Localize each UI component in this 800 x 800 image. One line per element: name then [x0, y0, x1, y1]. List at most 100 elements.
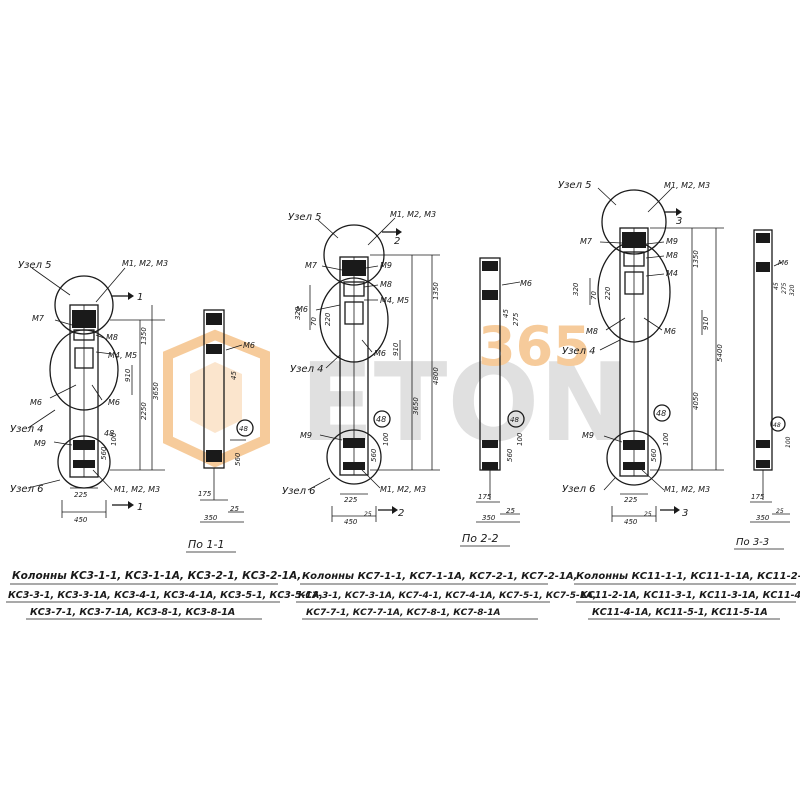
col1-m123-label: М1, М2, М3: [122, 259, 168, 268]
sec3-title: По 3-3: [736, 537, 769, 548]
caption-2-line-1: Колонны КС7-1-1, КС7-1-1А, КС7-2-1, КС7-…: [302, 571, 577, 582]
col3-m6-label: М6: [664, 327, 676, 336]
sec1-45: 45: [230, 371, 238, 380]
sec3-25: 25: [776, 508, 784, 515]
sec2-275: 275: [512, 312, 520, 326]
sec3-320: 320: [789, 284, 796, 296]
col1-sec-bottom: 1: [137, 502, 143, 513]
col3-m123b-label: М1, М2, М3: [664, 485, 710, 494]
col2-d25: 25: [364, 511, 372, 518]
sec3-45: 45: [773, 282, 780, 290]
section-3-3: М6 45 275 320 48 100 175 350 25 По 3-3: [734, 229, 796, 550]
caption-2-line-3: КС7-7-1, КС7-7-1А, КС7-8-1, КС7-8-1А: [306, 608, 500, 618]
col2-d4800: 4800: [432, 367, 440, 385]
sec1-m6: М6: [243, 341, 255, 350]
col1-d560: 560: [100, 446, 108, 460]
col3-m8-label: М8: [666, 251, 678, 260]
col3-m123-label: М1, М2, М3: [664, 181, 710, 190]
caption-group-3: Колонны КС11-1-1, КС11-1-1А, КС11-2-1, К…: [574, 571, 800, 620]
col1-node5-label: Узел 5: [18, 260, 52, 271]
col1-m9-label: М9: [34, 439, 46, 448]
col2-d1350: 1350: [432, 282, 440, 300]
node-5-circle: [54, 275, 114, 335]
col3-node-5-circle: [601, 189, 667, 255]
sec1-350: 350: [204, 514, 218, 522]
col1-sec-top: 1: [137, 292, 143, 303]
col3-d100: 100: [662, 432, 670, 446]
column-1-foot: [73, 440, 95, 450]
col2-m123b-label: М1, М2, М3: [380, 485, 426, 494]
caption-1-line-2: КС3-3-1, КС3-3-1А, КС3-4-1, КС3-4-1А, КС…: [8, 590, 323, 601]
col2-sec-top: 2: [394, 236, 400, 247]
column-group-1: Узел 5 М1, М2, М3 М7 М8 М4, М5 М6 М6 Узе…: [10, 259, 168, 524]
col1-m7-label: М7: [32, 314, 45, 323]
col2-d450: 450: [344, 518, 358, 526]
col1-d225: 225: [74, 491, 88, 499]
col1-m123b-label: М1, М2, М3: [114, 485, 160, 494]
col3-node-6-circle: [606, 430, 662, 486]
caption-1-line-3: КС3-7-1, КС3-7-1А, КС3-8-1, КС3-8-1А: [30, 607, 235, 618]
sec3-m6: М6: [778, 259, 789, 267]
watermark-hexagon-inner: [190, 362, 242, 433]
watermark: ETON 365: [163, 315, 630, 468]
node-4-ellipse: [49, 329, 119, 411]
column-1-head: [72, 310, 96, 328]
column-group-2: Узел 5 М1, М2, М3 М7 М9 М8 М4, М5 М6 М6 …: [282, 210, 440, 526]
col2-d3650: 3650: [412, 397, 420, 415]
col3-d48: 48: [656, 409, 666, 418]
sec2-m6: М6: [520, 279, 532, 288]
col3-node-4-ellipse: [597, 241, 671, 343]
caption-group-1: Колонны КС3-1-1, КС3-1-1А, КС3-2-1, КС3-…: [6, 570, 323, 620]
sec1-560: 560: [234, 452, 242, 466]
col2-m45-label: М4, М5: [380, 296, 409, 305]
col3-d25: 25: [644, 511, 652, 518]
col1-node6-label: Узел 6: [10, 484, 44, 495]
col2-d560: 560: [370, 448, 378, 462]
col1-m6b-label: М6: [108, 398, 120, 407]
col3-m7-label: М7: [580, 237, 593, 246]
col2-d100: 100: [382, 432, 390, 446]
sec1-25: 25: [230, 505, 239, 513]
sec2-560: 560: [506, 448, 514, 462]
col3-m8b-label: М8: [586, 327, 598, 336]
col1-node4-label: Узел 4: [10, 424, 44, 435]
section-2-2: М6 45 275 48 560 100 175 350 25 По 2-2: [460, 257, 532, 547]
col3-sec-bottom: 3: [682, 508, 688, 519]
col2-m9-label: М9: [380, 261, 392, 270]
col3-d910: 910: [702, 316, 710, 330]
col2-d910: 910: [392, 342, 400, 356]
col1-m45-label: М4, М5: [108, 351, 137, 360]
col3-d225: 225: [624, 496, 638, 504]
sec2-25: 25: [506, 507, 515, 515]
sec3-100: 100: [785, 436, 792, 448]
sec2-title: По 2-2: [462, 532, 498, 545]
col2-d320: 320: [294, 306, 302, 320]
column-2-head: [342, 260, 366, 276]
caption-1-line-1: Колонны КС3-1-1, КС3-1-1А, КС3-2-1, КС3-…: [12, 570, 301, 582]
column-group-3: Узел 5 М1, М2, М3 М7 М9 М8 М4 М8 М6 Узел…: [558, 180, 724, 526]
col3-m9b-label: М9: [582, 431, 594, 440]
col2-d48: 48: [376, 415, 386, 424]
sec2-48: 48: [510, 416, 519, 424]
col2-node-4-ellipse: [319, 277, 389, 363]
col3-m9-label: М9: [666, 237, 678, 246]
column-3-foot: [623, 440, 645, 450]
col3-d4050: 4050: [692, 392, 700, 410]
column-3-head: [622, 232, 646, 248]
col2-m9b-label: М9: [300, 431, 312, 440]
col3-node5-label: Узел 5: [558, 180, 592, 191]
col1-d1350: 1350: [140, 327, 148, 345]
col2-d70: 70: [310, 317, 318, 326]
sec2-45: 45: [502, 309, 510, 318]
col2-d220: 220: [324, 312, 332, 326]
col3-node6-label: Узел 6: [562, 484, 596, 495]
col2-m8-label: М8: [380, 280, 392, 289]
col2-d225: 225: [344, 496, 358, 504]
caption-3-line-3: КС11-4-1А, КС11-5-1, КС11-5-1А: [592, 607, 768, 618]
sec2-350: 350: [482, 514, 496, 522]
col3-d5400: 5400: [716, 344, 724, 362]
col3-node4-label: Узел 4: [562, 346, 596, 357]
sec3-175: 175: [751, 493, 765, 501]
col3-m4-label: М4: [666, 269, 678, 278]
